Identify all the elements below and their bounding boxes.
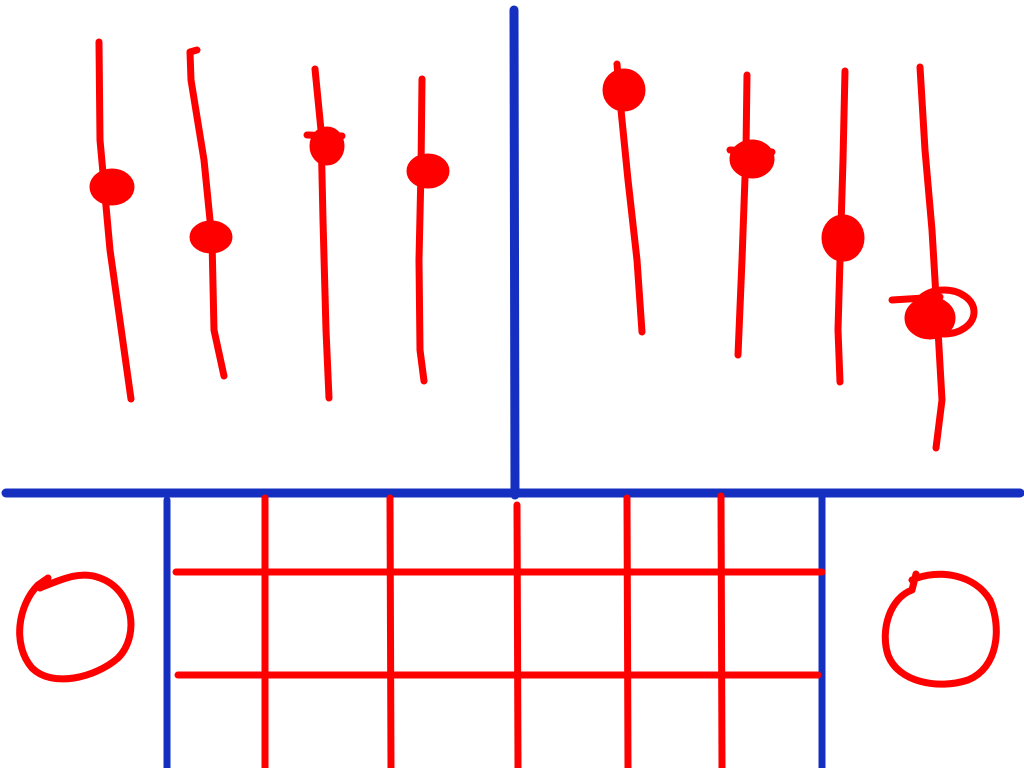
fader-handle[interactable] (406, 153, 450, 189)
fader-5[interactable] (602, 60, 646, 336)
fader-handle[interactable] (89, 168, 135, 206)
fader-handle-scribble (910, 286, 978, 338)
fader-1[interactable] (89, 38, 135, 403)
side-knobs (16, 570, 1000, 688)
pad-grid-col-line-2 (386, 494, 395, 768)
left-fader-bank (89, 38, 450, 403)
fader-handle[interactable] (602, 68, 646, 112)
right-knob[interactable] (881, 570, 1000, 688)
pad-grid-col-line-5 (717, 492, 726, 768)
fader-handle[interactable] (729, 139, 775, 179)
fader-handle[interactable] (189, 220, 233, 254)
fader-2[interactable] (186, 46, 233, 380)
fader-track (916, 63, 946, 452)
pad-grid-col-line-3 (513, 501, 522, 768)
center-vertical-divider (509, 5, 520, 500)
fader-handle[interactable] (821, 214, 865, 262)
pad-grid-col-line-4 (623, 494, 632, 768)
fader-8[interactable] (888, 63, 978, 452)
fader-4[interactable] (406, 75, 450, 385)
fader-7[interactable] (821, 67, 865, 386)
right-fader-bank (602, 60, 978, 452)
panel-dividers (1, 5, 1024, 768)
fader-handle[interactable] (309, 126, 345, 166)
fader-track (95, 38, 135, 403)
fader-track (415, 75, 428, 385)
fader-track (311, 65, 333, 402)
left-knob[interactable] (16, 571, 135, 683)
pad-grid (172, 492, 826, 768)
fader-3[interactable] (303, 65, 346, 402)
fader-track (734, 71, 751, 359)
fader-6[interactable] (726, 71, 776, 359)
fader-track (186, 46, 228, 380)
